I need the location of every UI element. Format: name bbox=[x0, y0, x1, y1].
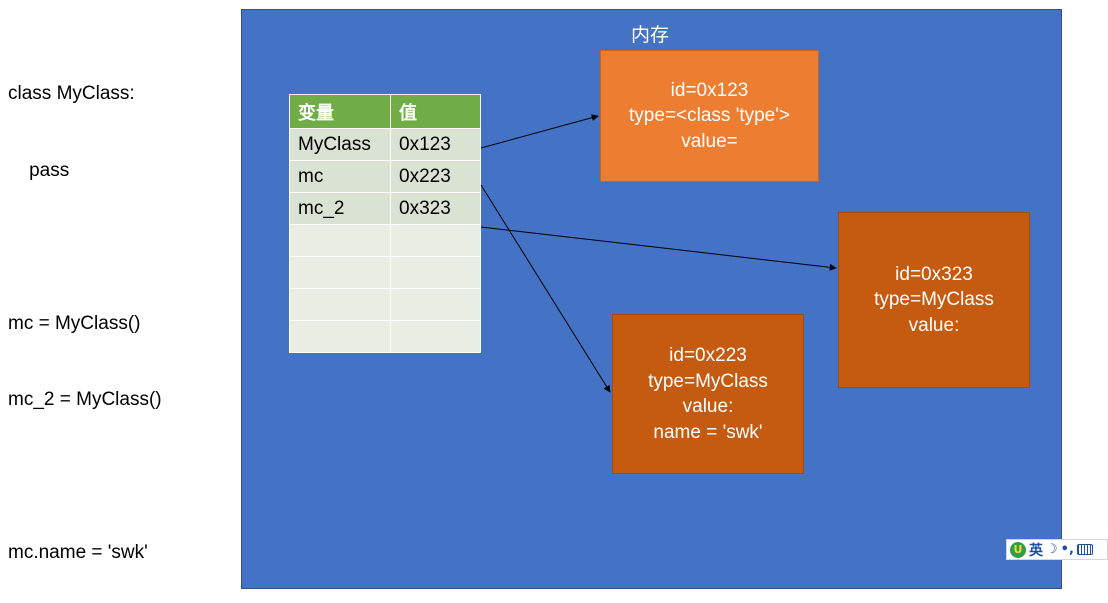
object-box-mc: id=0x223 type=MyClass value: name = 'swk… bbox=[612, 314, 804, 474]
cell-variable bbox=[289, 320, 391, 353]
ime-toolbar[interactable]: U 英 ☽ •, bbox=[1006, 539, 1108, 560]
table-header-row: 变量 值 bbox=[289, 94, 481, 129]
table-row-empty bbox=[289, 224, 481, 257]
keyboard-icon[interactable] bbox=[1076, 544, 1093, 555]
cell-value: 0x323 bbox=[390, 192, 481, 225]
object-value: value: bbox=[908, 314, 960, 336]
variable-table: 变量 值 MyClass 0x123 mc 0x223 mc_2 0x323 bbox=[289, 94, 481, 353]
header-variable: 变量 bbox=[289, 94, 391, 129]
table-row-empty bbox=[289, 320, 481, 353]
object-id: id=0x123 bbox=[670, 79, 749, 101]
object-attribute: name = 'swk' bbox=[653, 421, 763, 443]
cell-variable: mc_2 bbox=[289, 192, 391, 225]
cell-variable bbox=[289, 256, 391, 289]
cell-variable bbox=[289, 288, 391, 321]
cell-variable: mc bbox=[289, 160, 391, 193]
cell-value: 0x123 bbox=[390, 128, 481, 161]
table-row: mc_2 0x323 bbox=[289, 192, 481, 225]
header-value: 值 bbox=[390, 94, 481, 129]
cell-value bbox=[390, 288, 481, 321]
object-type: type=MyClass bbox=[874, 289, 994, 311]
table-row-empty bbox=[289, 256, 481, 289]
code-line: pass bbox=[8, 159, 70, 181]
object-box-mc2: id=0x323 type=MyClass value: bbox=[838, 212, 1030, 388]
cell-variable: MyClass bbox=[289, 128, 391, 161]
table-row: mc 0x223 bbox=[289, 160, 481, 193]
cell-value bbox=[390, 256, 481, 289]
memory-panel: 内存 变量 值 MyClass 0x123 mc 0x223 mc_2 0x32… bbox=[241, 9, 1062, 589]
code-line bbox=[8, 464, 162, 490]
cell-variable bbox=[289, 224, 391, 257]
code-line: mc = MyClass() bbox=[8, 312, 141, 334]
object-type: type=<class 'type'> bbox=[629, 105, 790, 127]
table-row-empty bbox=[289, 288, 481, 321]
object-id: id=0x223 bbox=[669, 345, 747, 366]
code-line: mc.name = 'swk' bbox=[8, 542, 148, 563]
object-value: value: bbox=[682, 396, 734, 417]
cell-value bbox=[390, 224, 481, 257]
object-type: type=MyClass bbox=[648, 370, 768, 392]
object-id: id=0x323 bbox=[895, 263, 973, 285]
table-row: MyClass 0x123 bbox=[289, 128, 481, 161]
punctuation-icon[interactable]: •, bbox=[1060, 542, 1074, 557]
object-value: value= bbox=[681, 130, 738, 152]
ime-language-toggle[interactable]: 英 bbox=[1029, 542, 1043, 559]
code-line: mc_2 = MyClass() bbox=[8, 389, 162, 410]
code-line: class MyClass: bbox=[8, 83, 135, 104]
cell-value: 0x223 bbox=[390, 160, 481, 193]
code-line bbox=[8, 234, 162, 260]
ime-logo-icon[interactable]: U bbox=[1010, 541, 1026, 558]
code-block: class MyClass: pass mc = MyClass() mc_2 … bbox=[8, 30, 162, 591]
object-box-myclass-type: id=0x123 type=<class 'type'> value= bbox=[600, 50, 819, 182]
memory-title: 内存 bbox=[631, 24, 670, 46]
cell-value bbox=[390, 320, 481, 353]
moon-icon[interactable]: ☽ bbox=[1046, 542, 1058, 557]
